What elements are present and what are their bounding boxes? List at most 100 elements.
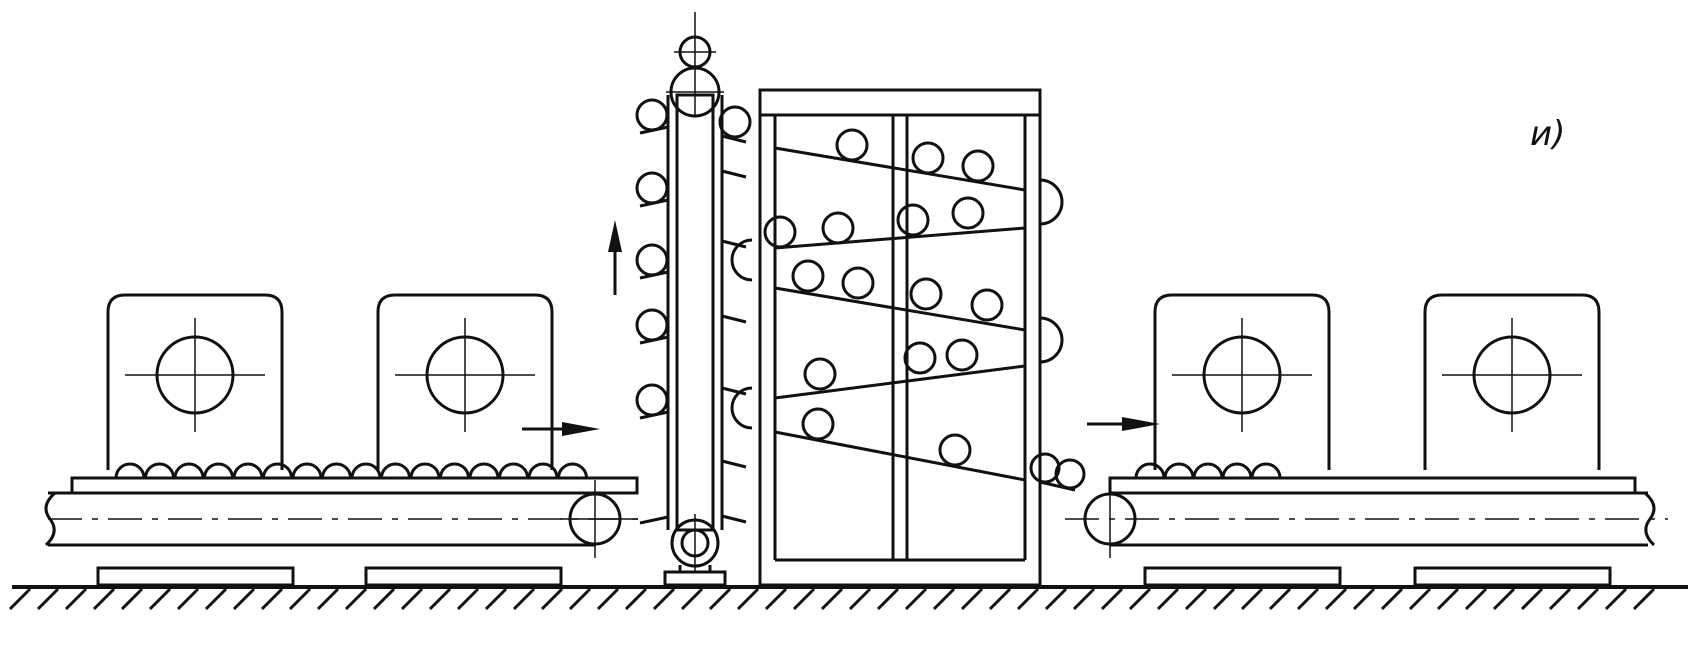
ground [8,585,1688,611]
product [970,288,1004,322]
hatch-line [148,587,172,611]
product [203,462,234,479]
right-conveyor [1065,476,1668,587]
hatch-line [1380,587,1404,611]
product [380,462,411,479]
product [635,308,669,342]
product [144,462,175,479]
product [1192,462,1224,479]
hatch-line [904,587,928,611]
hatch-line [1408,587,1432,611]
bucket-arm [721,386,747,396]
hatch-line [64,587,88,611]
hatch-line [120,587,144,611]
hatch-line [568,587,592,611]
product [1163,462,1195,479]
figure-label: и) [1530,114,1565,154]
hatch-line [1128,587,1152,611]
product [262,462,293,479]
ground-hatching [8,587,1656,611]
product [527,462,559,479]
hatch-line [1576,587,1600,611]
upward-arrow [608,220,622,295]
hatch-line [764,587,788,611]
hatch-line [680,587,704,611]
hatch-line [652,587,676,611]
product [468,462,500,479]
bucket-arm [721,459,747,469]
hatch-line [1464,587,1488,611]
product [730,386,753,430]
hatch-line [204,587,228,611]
product [350,462,382,479]
product [821,211,855,245]
hatch-line [512,587,536,611]
hatch-line [624,587,648,611]
hatch-line [456,587,480,611]
hatch-line [1016,587,1040,611]
hatch-line [1632,587,1656,611]
hatch-line [736,587,760,611]
product [730,238,753,282]
hatch-line [1184,587,1208,611]
hatch-line [820,587,844,611]
left-conveyor-stations [106,293,554,470]
hatch-line [344,587,368,611]
hatch-line [1212,587,1236,611]
infeed-arrow [522,422,600,436]
hatch-line [596,587,620,611]
hatch-line [232,587,256,611]
left-conveyor [44,476,640,587]
hatch-line [932,587,956,611]
hatch-line [1604,587,1628,611]
chute [774,146,1026,192]
hatch-line [1072,587,1096,611]
hatch-line [540,587,564,611]
chute [774,226,1026,250]
product [321,462,352,479]
product [1134,462,1166,479]
product [763,215,797,249]
product [1039,316,1064,364]
elevator-buckets [635,98,753,525]
product [835,128,869,162]
product [896,203,930,237]
hatch-line [708,587,732,611]
tower-products [763,128,1004,467]
product [498,462,529,479]
hatch-line [428,587,452,611]
outfeed-arrow [1087,417,1160,431]
product [635,171,669,205]
hatch-line [1268,587,1292,611]
product [291,462,323,479]
hatch-line [876,587,900,611]
hatch-line [372,587,396,611]
bucket-arm [721,239,747,249]
hatch-line [1520,587,1544,611]
product [557,462,588,479]
hatch-line [848,587,872,611]
right-conveyor-stations [1153,293,1601,470]
hatch-line [1296,587,1320,611]
hatch-line [176,587,200,611]
hatch-line [1324,587,1348,611]
hatch-line [260,587,284,611]
hatch-line [288,587,312,611]
product [114,462,146,479]
product [961,149,995,183]
hatch-line [1156,587,1180,611]
hatch-line [960,587,984,611]
right-conveyor-products [1134,462,1282,479]
product [409,462,441,479]
product [635,98,669,132]
product [903,341,937,375]
bucket-arm [721,514,747,524]
hatch-line [1436,587,1460,611]
product [801,407,835,441]
product [1054,458,1086,490]
product [1221,462,1253,479]
hatch-line [316,587,340,611]
hatch-line [1548,587,1572,611]
product [232,462,264,479]
